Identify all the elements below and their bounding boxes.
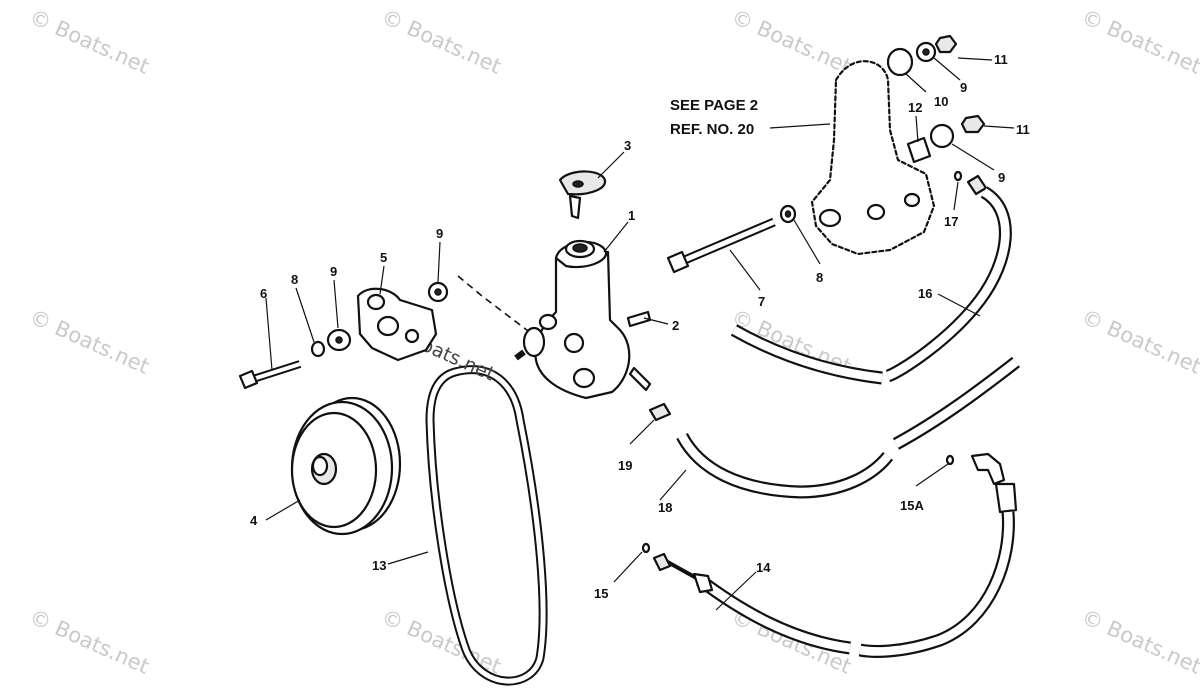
callout-14: 14 bbox=[756, 560, 771, 575]
washer-9-hole bbox=[922, 48, 930, 56]
washer-9-hole bbox=[434, 288, 442, 296]
callout-9: 9 bbox=[436, 226, 443, 241]
callout-3: 3 bbox=[624, 138, 631, 153]
alignment-line bbox=[457, 275, 533, 335]
o-ring-17 bbox=[953, 170, 963, 182]
callout-17: 17 bbox=[944, 214, 958, 229]
callout-13: 13 bbox=[372, 558, 386, 573]
callout-5: 5 bbox=[380, 250, 387, 265]
callout-18: 18 bbox=[658, 500, 672, 515]
spacer-12 bbox=[886, 47, 914, 77]
spacer-12-lower bbox=[906, 136, 932, 164]
watermark: © Boats.net bbox=[1078, 605, 1200, 679]
callout-16: 16 bbox=[918, 286, 932, 301]
callout-12: 12 bbox=[908, 100, 922, 115]
hose-14 bbox=[652, 511, 1015, 658]
hose-16 bbox=[730, 186, 1012, 385]
watermark: © Boats.net bbox=[728, 5, 855, 79]
washer-8 bbox=[310, 340, 326, 358]
callout-labels: 3 1 2 4 5 6 8 9 9 7 8 13 14 15 15A 16 17… bbox=[250, 52, 1030, 601]
callout-15a: 15A bbox=[900, 498, 924, 513]
callout-11: 11 bbox=[994, 52, 1008, 67]
callout-10: 10 bbox=[934, 94, 948, 109]
reference-line-1: SEE PAGE 2 bbox=[670, 97, 758, 114]
callout-8: 8 bbox=[291, 272, 298, 287]
watermark: © Boats.net bbox=[26, 605, 153, 679]
callout-15: 15 bbox=[594, 586, 608, 601]
bolt-6 bbox=[238, 360, 302, 390]
mounting-bracket-ref-20 bbox=[810, 60, 936, 256]
nut-11 bbox=[960, 114, 986, 134]
washer-8-hole bbox=[784, 210, 792, 218]
pulley bbox=[290, 396, 402, 536]
nut-11 bbox=[934, 34, 958, 54]
callout-2: 2 bbox=[672, 318, 679, 333]
hose-18 bbox=[676, 356, 1020, 499]
callout-19: 19 bbox=[618, 458, 632, 473]
leader-lines bbox=[265, 57, 1015, 611]
watermark: © Boats.net bbox=[1078, 305, 1200, 379]
callout-7: 7 bbox=[758, 294, 765, 309]
pressure-hose-fitting bbox=[970, 452, 1018, 514]
reservoir-cap bbox=[558, 170, 607, 220]
callout-9: 9 bbox=[998, 170, 1005, 185]
hose-fitting-17 bbox=[966, 174, 988, 196]
callout-11: 11 bbox=[1016, 122, 1030, 137]
power-steering-pump bbox=[514, 239, 652, 400]
o-ring-15 bbox=[641, 542, 651, 554]
callout-8: 8 bbox=[816, 270, 823, 285]
watermark: © Boats.net bbox=[1078, 5, 1200, 79]
bolt-7 bbox=[666, 217, 776, 274]
reference-line-2: REF. NO. 20 bbox=[670, 121, 754, 138]
callout-9: 9 bbox=[330, 264, 337, 279]
fitting-19 bbox=[648, 402, 672, 422]
callout-6: 6 bbox=[260, 286, 267, 301]
washer-9-hole bbox=[335, 336, 343, 344]
callout-4: 4 bbox=[250, 513, 258, 528]
watermark: © Boats.net bbox=[26, 305, 153, 379]
washer-9 bbox=[929, 123, 955, 149]
o-ring-15a bbox=[945, 454, 955, 466]
watermark: © Boats.net bbox=[26, 5, 153, 79]
callout-9: 9 bbox=[960, 80, 967, 95]
callout-1: 1 bbox=[628, 208, 635, 223]
watermark: © Boats.net bbox=[378, 5, 505, 79]
watermark: © Boats.net bbox=[378, 605, 505, 679]
reference-leader bbox=[769, 123, 831, 129]
bracket-5 bbox=[356, 287, 438, 362]
reference-note: SEE PAGE 2 REF. NO. 20 bbox=[670, 97, 831, 138]
